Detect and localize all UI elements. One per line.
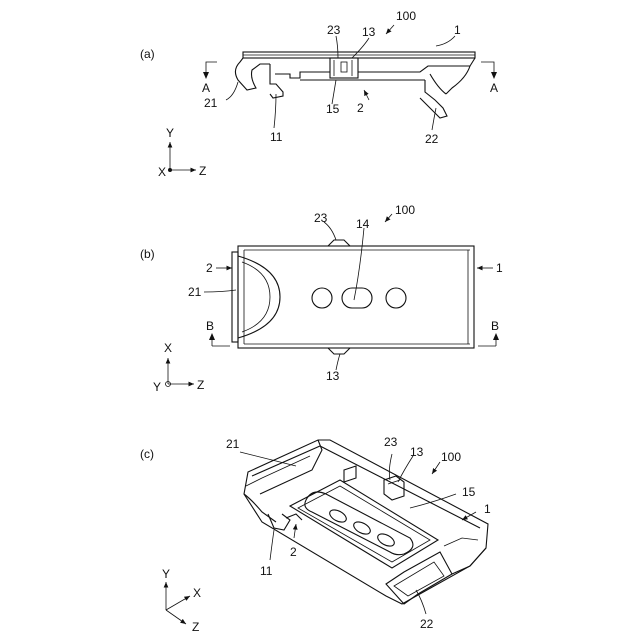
svg-text:A: A [202, 81, 210, 95]
svg-text:Y: Y [153, 380, 161, 394]
svg-text:Y: Y [166, 126, 174, 140]
ref-13-b: 13 [326, 369, 340, 383]
svg-text:Z: Z [199, 164, 206, 178]
component-perspective-view [244, 440, 488, 604]
component-side-view [235, 52, 475, 118]
component-top-view [232, 240, 474, 354]
ref-11-a: 11 [270, 130, 283, 144]
ref-2-a: 2 [357, 101, 364, 115]
ref-15-a: 15 [326, 102, 340, 116]
axes-a: Y Z X [158, 126, 206, 179]
svg-text:B: B [491, 319, 499, 333]
section-a-marker-left: A [202, 62, 217, 95]
ref-23-c: 23 [384, 435, 398, 449]
ref-15-c: 15 [462, 485, 476, 499]
svg-text:X: X [164, 341, 172, 355]
view-c: (c) [140, 435, 491, 634]
view-a-label: (a) [140, 47, 155, 61]
axes-c: Y X Z [162, 567, 201, 634]
ref-11-c: 11 [260, 564, 273, 578]
ref-100-c: 100 [441, 450, 461, 464]
axes-b: X Z Y [153, 341, 204, 394]
leaders-b [204, 214, 493, 370]
svg-text:Z: Z [197, 378, 204, 392]
svg-text:Y: Y [162, 567, 170, 581]
ref-100-b: 100 [395, 203, 415, 217]
view-c-label: (c) [140, 447, 154, 461]
view-b: (b) B [140, 203, 503, 394]
ref-2-c: 2 [290, 545, 297, 559]
section-a-marker-right: A [481, 62, 498, 95]
ref-1-b: 1 [496, 261, 503, 275]
ref-22-a: 22 [425, 132, 439, 146]
section-b-marker-right: B [478, 319, 499, 346]
ref-21-c: 21 [226, 437, 240, 451]
ref-1-a: 1 [454, 23, 461, 37]
ref-23-a: 23 [327, 23, 341, 37]
ref-22-c: 22 [420, 617, 434, 631]
ref-100-a: 100 [396, 9, 416, 23]
ref-23-b: 23 [314, 211, 328, 225]
ref-13-c: 13 [410, 445, 424, 459]
view-b-label: (b) [140, 247, 155, 261]
ref-21-a: 21 [204, 96, 218, 110]
ref-2-b: 2 [206, 261, 213, 275]
ref-1-c: 1 [484, 502, 491, 516]
section-b-marker-left: B [206, 319, 230, 346]
svg-text:A: A [490, 81, 498, 95]
svg-text:X: X [158, 165, 166, 179]
ref-14-b: 14 [356, 217, 370, 231]
svg-text:X: X [193, 586, 201, 600]
view-a: (a) A A [140, 9, 498, 179]
svg-text:Z: Z [192, 620, 199, 634]
ref-21-b: 21 [188, 285, 202, 299]
ref-13-a: 13 [362, 25, 376, 39]
svg-text:B: B [206, 319, 214, 333]
